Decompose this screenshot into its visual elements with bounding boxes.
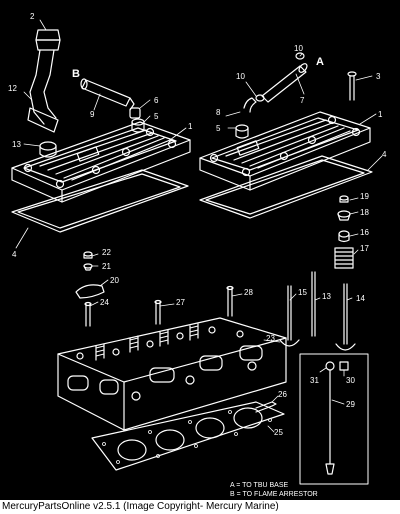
callout-26: 26	[278, 390, 287, 399]
callout-18: 18	[360, 208, 369, 217]
callout-31: 31	[310, 376, 319, 385]
left-gasket	[11, 169, 189, 233]
callout-10a: 10	[294, 44, 303, 53]
callout-1a: 1	[188, 122, 193, 131]
cylinder-head	[57, 317, 287, 431]
callout-16: 16	[360, 228, 369, 237]
legend-line-2: B = TO FLAME ARRESTOR	[230, 491, 318, 498]
callout-8: 8	[216, 108, 221, 117]
callout-14: 14	[356, 294, 365, 303]
callout-20: 20	[110, 276, 119, 285]
dipstick-panel	[299, 353, 369, 485]
parts-diagram: 2 12 13 9 6 5 1 4 10 7 10 8 5 3 1 4 19 1…	[0, 0, 400, 500]
callout-11: 12	[8, 84, 17, 93]
legend-line-1: A = TO TBU BASE	[230, 482, 289, 489]
callout-28: 28	[244, 288, 253, 297]
rocker-arm-assembly	[75, 251, 105, 327]
head-bolts	[154, 285, 234, 325]
callout-25: 25	[274, 428, 283, 437]
diagram-drawing	[11, 19, 383, 485]
head-gasket	[91, 401, 285, 471]
callout-17: 17	[360, 244, 369, 253]
callout-5a: 5	[154, 112, 159, 121]
callout-5b: 5	[216, 124, 221, 133]
callout-29: 29	[346, 400, 355, 409]
callout-23: 23	[266, 334, 275, 343]
right-gasket	[199, 155, 373, 219]
callout-2: 2	[30, 12, 35, 21]
callout-letter-b: B	[72, 68, 80, 80]
callout-27: 27	[176, 298, 185, 307]
cover-bolt	[347, 71, 357, 101]
callout-6: 6	[154, 96, 159, 105]
callout-4a: 4	[12, 250, 17, 259]
left-valve-cover	[11, 121, 191, 203]
callout-24: 24	[100, 298, 109, 307]
right-valve-cover	[199, 111, 371, 191]
pcv-hose-left	[80, 78, 135, 111]
callout-7: 7	[300, 96, 305, 105]
vent-hose-right	[235, 52, 308, 139]
callout-1b: 1	[378, 110, 383, 119]
callout-15: 15	[298, 288, 307, 297]
oil-fill-tube	[27, 29, 61, 133]
leader-lines	[15, 19, 383, 433]
callout-12: 13	[12, 140, 21, 149]
callout-letter-a: A	[316, 56, 324, 68]
callout-9: 9	[90, 110, 95, 119]
callout-13: 13	[322, 292, 331, 301]
callout-22: 22	[102, 248, 111, 257]
callout-19: 19	[360, 192, 369, 201]
valve-train	[279, 271, 356, 351]
callout-30: 30	[346, 376, 355, 385]
copyright-caption: MercuryPartsOnline v2.5.1 (Image Copyrig…	[2, 501, 279, 512]
callout-10b: 10	[236, 72, 245, 81]
rocker-parts-stack	[334, 195, 354, 269]
callout-4b: 4	[382, 150, 387, 159]
callout-3: 3	[376, 72, 381, 81]
callout-21: 21	[102, 262, 111, 271]
